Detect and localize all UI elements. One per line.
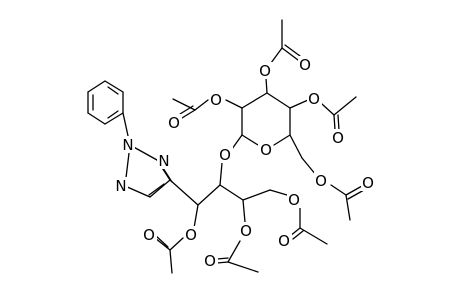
atom-label: O [308,90,320,108]
bond [241,92,268,109]
atom-label: O [299,56,311,74]
bond [265,77,268,94]
bond [219,184,244,201]
bond [242,199,246,223]
atom-labels: N N N O O O O O [114,56,376,270]
bond [269,189,288,196]
atom-label: O [210,91,222,109]
bond [301,157,317,176]
bond [289,99,309,109]
atom-label: O [260,141,272,159]
bond [347,189,365,200]
bond [107,110,119,119]
bond [321,103,335,116]
bond [169,249,173,274]
bond [273,134,291,146]
atom-label: O [204,252,216,270]
atom-label: O [185,226,197,244]
bond [193,204,199,229]
atom-label: O [278,232,290,250]
atom-label: O [219,146,231,164]
atom-o-sugar-c2-ester: O [209,91,224,109]
bond [169,237,184,251]
bond [216,257,229,260]
bond [281,47,299,61]
bond [148,183,165,196]
atom-o-c4-carbonyl: O [277,232,292,250]
atom-o-glycosidic: O [218,146,233,164]
atom-label: N [158,152,169,170]
bond [172,98,196,111]
bond [284,44,301,57]
atom-o-c3-carbonyl: O [203,252,218,270]
atom-o-ring: O [258,141,273,159]
atom-o-c1-ester: O [184,226,199,244]
bond [292,230,304,240]
atom-label: O [143,226,155,244]
bond [154,237,171,251]
atom-label: O [362,174,374,192]
atom-o-sugar-c4-ester: O [307,90,322,108]
bond [242,189,271,201]
bond [104,80,124,93]
bond [227,240,241,263]
bond [345,194,351,221]
atom-label: O [315,172,327,190]
atom-o-c3-ester: O [239,222,254,240]
bond [241,134,259,146]
atom-label: N [115,177,126,195]
bond [289,134,303,159]
bond [197,184,221,206]
atom-label: N [122,136,133,154]
atom-label: O [288,191,300,209]
bond [169,179,199,206]
bond [104,112,124,125]
bond [225,99,243,109]
bond [330,184,347,196]
bond [270,47,283,64]
atom-label: O [240,222,252,240]
atom-o-sugar-c2-carbonyl: O [167,114,182,132]
atom-n-2: N [121,136,135,154]
bond [337,114,340,131]
bond [345,185,363,196]
bond [87,112,106,125]
atom-o-c4-ester: O [287,191,302,209]
atom-label: O [168,114,180,132]
atom-o-sugar-c4-carbonyl: O [331,129,346,147]
atom-o-sugar-c3-carbonyl: O [298,56,313,74]
bond [154,234,169,248]
atom-label: O [259,62,271,80]
bond [333,96,357,116]
bond [181,109,196,119]
bond [216,261,229,264]
atom-o-c1-carbonyl: O [142,226,157,244]
bond [299,227,328,245]
atom-o-sugar-c3-ester: O [258,62,273,80]
bond [194,99,209,111]
bond [231,134,243,150]
bond [107,86,119,95]
atom-o-sugar-c6-carbonyl: O [361,174,376,192]
bond [124,185,151,198]
bond [333,114,336,131]
bond [149,179,171,198]
bond [87,80,106,93]
atom-n-3: N [157,152,171,170]
atom-label: O [332,129,344,147]
bond [266,92,291,109]
atom-n-1: N [114,177,128,195]
atom-o-sugar-c6-ester: O [314,172,329,190]
bond [227,261,259,273]
bond [219,162,223,186]
